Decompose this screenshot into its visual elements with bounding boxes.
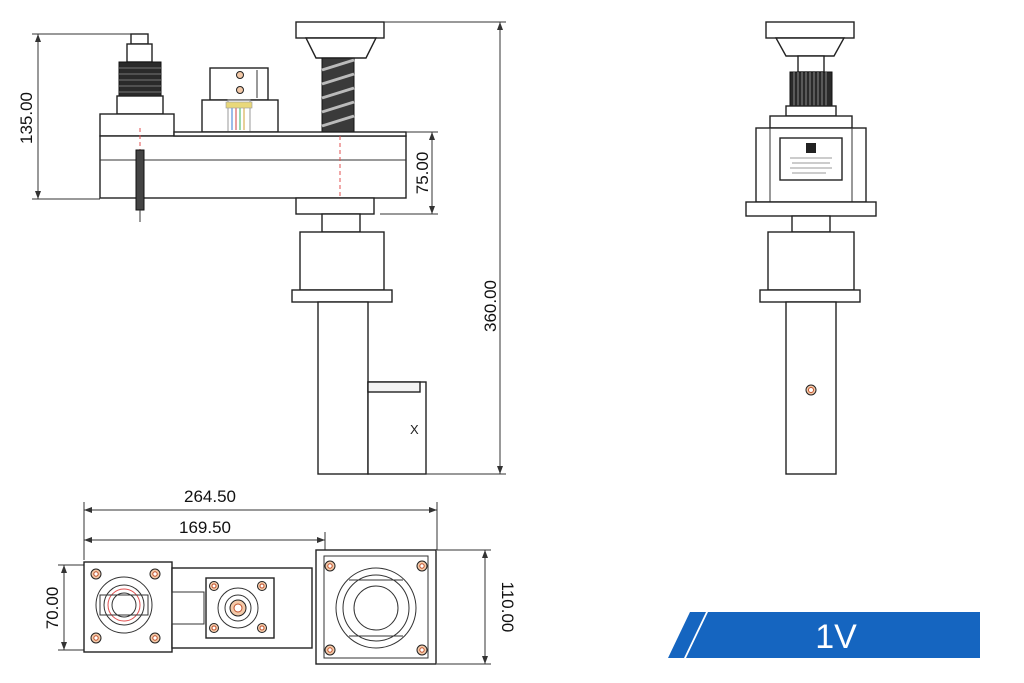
dimension-label-110: 110.00 bbox=[498, 582, 517, 633]
dimension-width-small: 70.00 bbox=[43, 564, 86, 651]
dimension-width-large: 110.00 bbox=[437, 549, 517, 665]
top-knob bbox=[295, 21, 385, 59]
dimension-label-264: 264.50 bbox=[184, 487, 236, 506]
connector-plug bbox=[116, 33, 164, 115]
dimension-height-total: 360.00 bbox=[384, 21, 506, 475]
dimension-label-169: 169.50 bbox=[179, 518, 231, 537]
dimension-label-75: 75.00 bbox=[413, 152, 432, 195]
column-assembly: X bbox=[291, 197, 427, 475]
right-plate bbox=[315, 549, 437, 665]
dimension-height-upper: 135.00 bbox=[17, 33, 132, 200]
badge-label: 1V bbox=[815, 618, 857, 656]
middle-plate bbox=[171, 567, 313, 649]
lead-screw bbox=[321, 57, 355, 133]
dimension-label-70: 70.00 bbox=[43, 587, 62, 630]
badge-body bbox=[686, 612, 980, 658]
badge-stripe-1 bbox=[668, 612, 706, 658]
axis-mark-x: X bbox=[410, 422, 419, 437]
dimension-length-total: 264.50 bbox=[83, 487, 438, 560]
main-body bbox=[99, 113, 407, 222]
left-plate bbox=[83, 561, 173, 653]
side-view bbox=[745, 21, 877, 475]
dimension-label-360: 360.00 bbox=[481, 280, 500, 332]
top-view: 264.50 169.50 70.00 110.00 bbox=[43, 487, 517, 665]
sensor-block bbox=[201, 67, 279, 133]
dimension-length-partial: 169.50 bbox=[84, 518, 326, 552]
dimension-height-head: 75.00 bbox=[380, 131, 438, 215]
version-badge: 1V bbox=[668, 612, 980, 658]
dimension-label-135: 135.00 bbox=[17, 92, 36, 144]
front-view: 135.00 bbox=[17, 21, 506, 475]
